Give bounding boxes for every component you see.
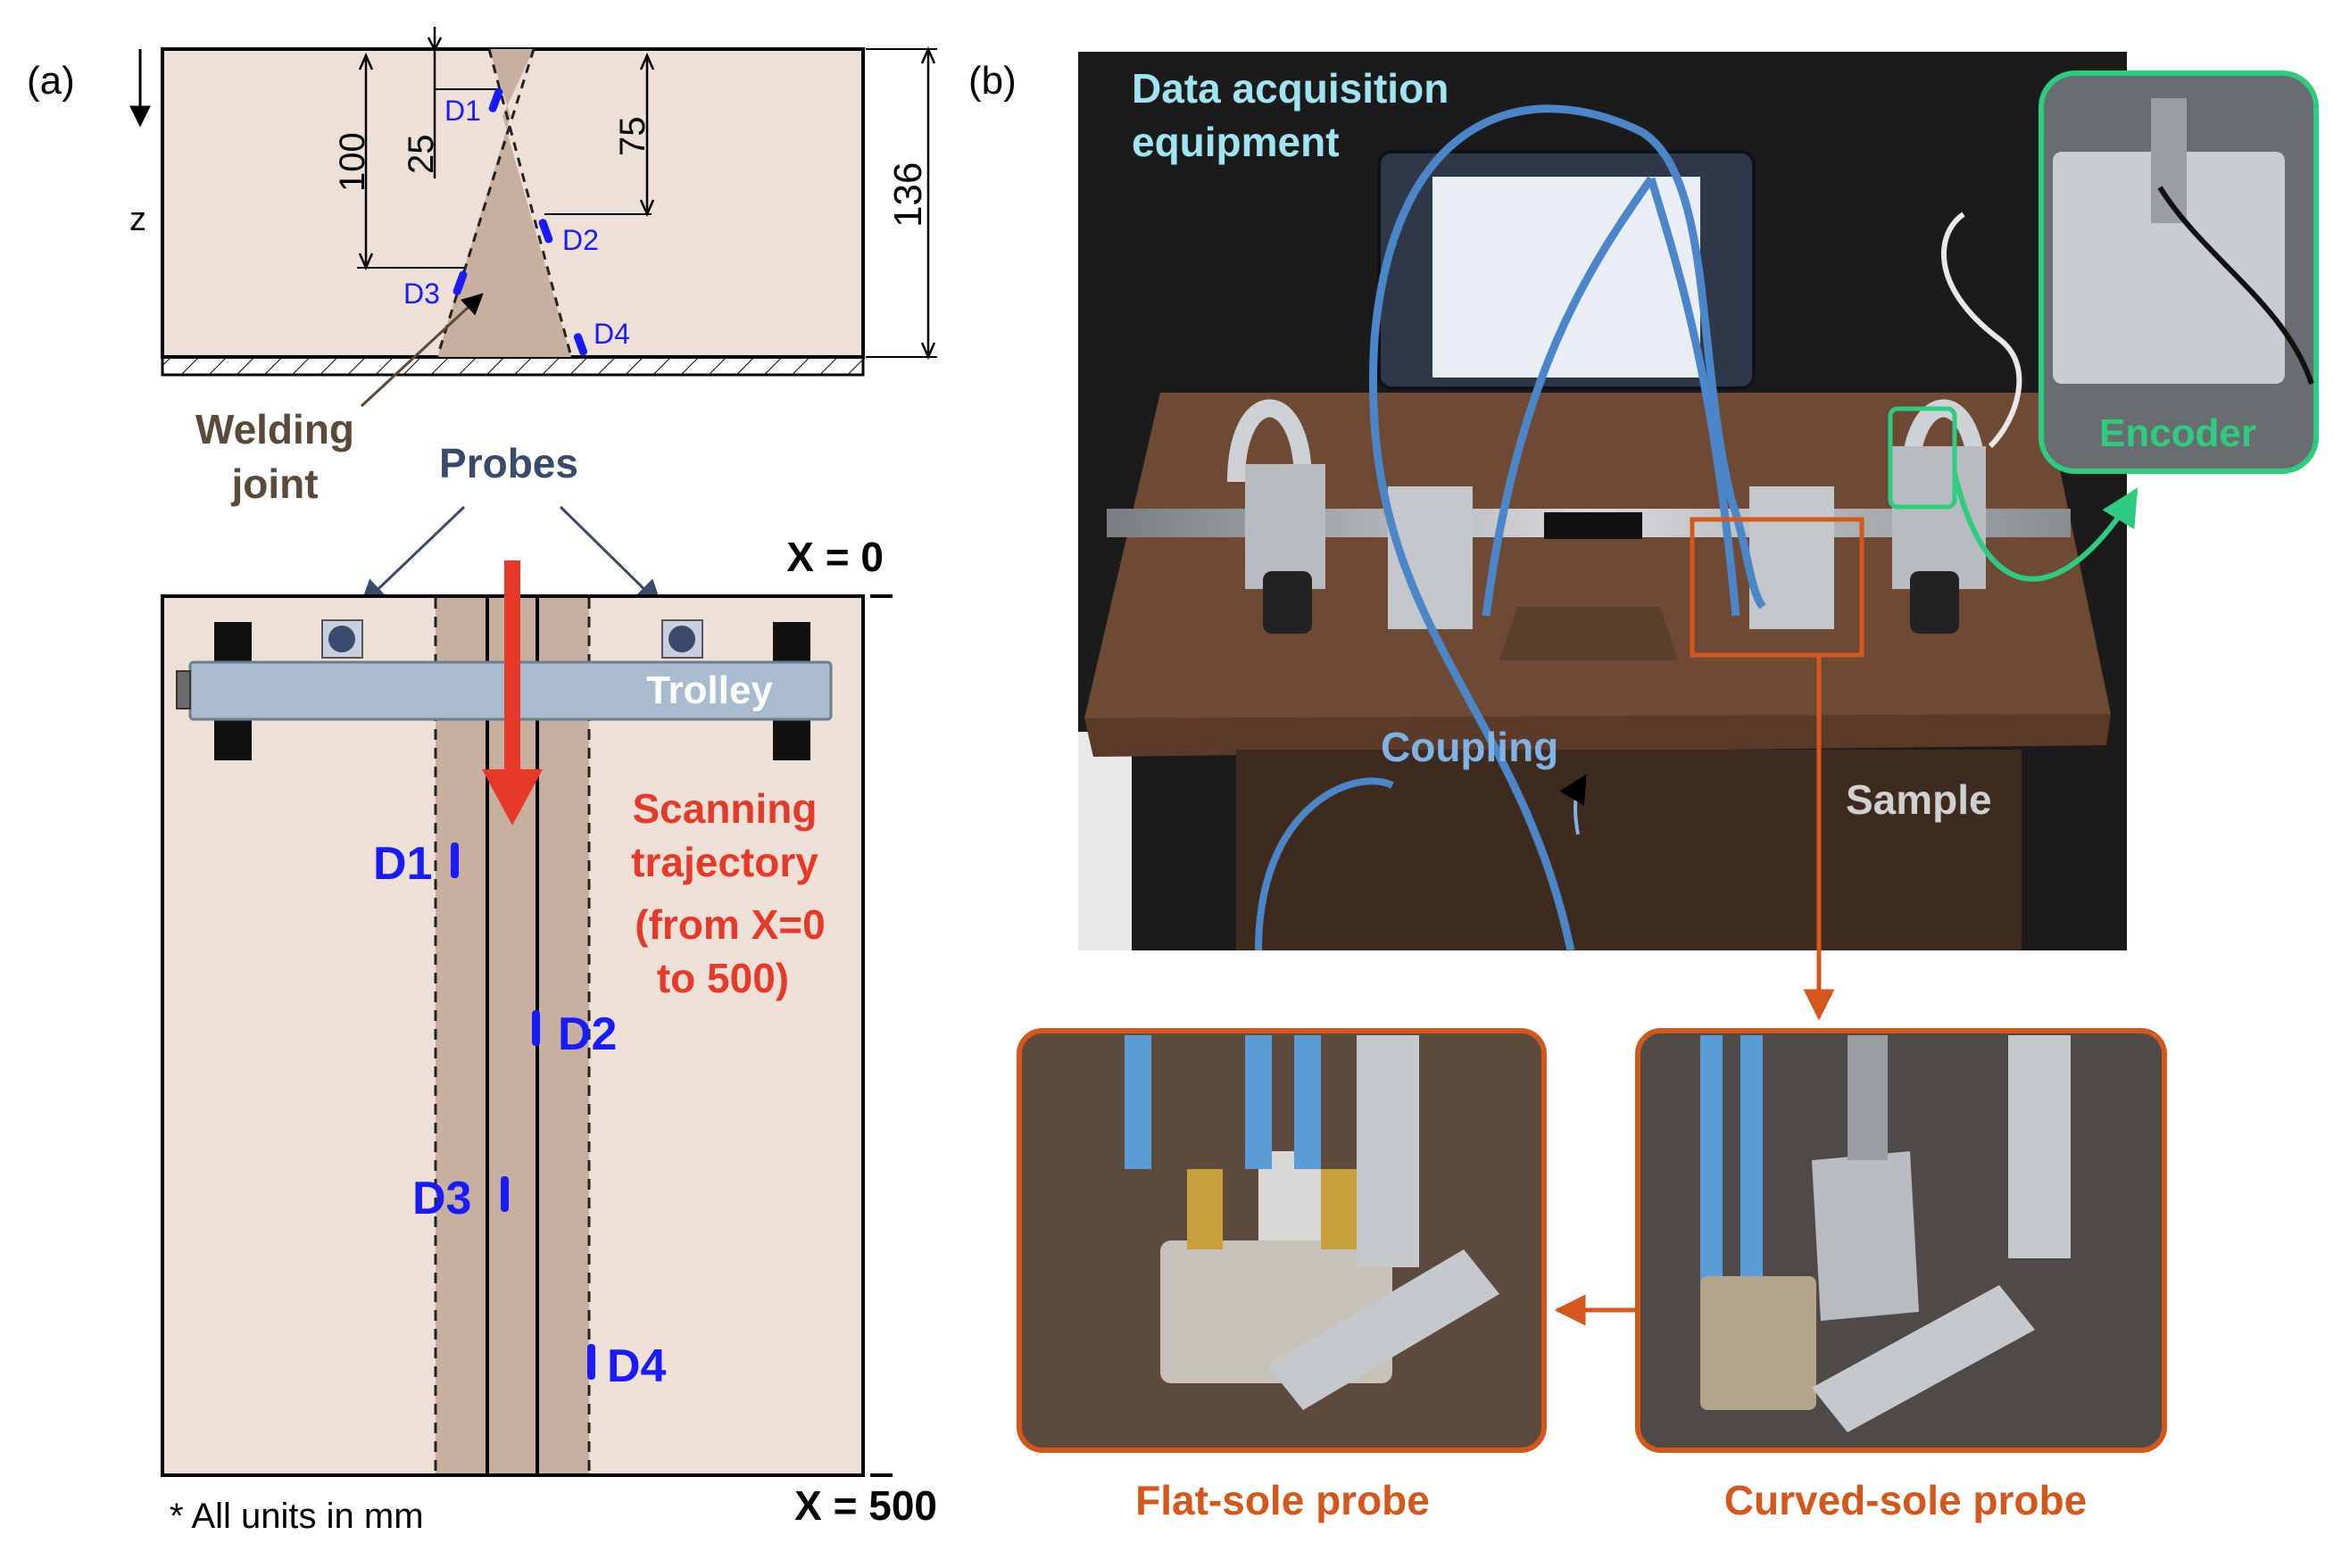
weld-edge-right bbox=[487, 48, 573, 358]
welding-label-2: joint bbox=[230, 460, 318, 507]
tube bbox=[1294, 1035, 1321, 1169]
cable bbox=[1482, 176, 1655, 617]
encoder-highlight-box bbox=[1888, 406, 1957, 510]
probes-label: Probes bbox=[439, 440, 578, 486]
bottle bbox=[1078, 732, 1132, 950]
handle-left bbox=[1227, 399, 1312, 483]
setup-photo: Data acquisition equipment Coupling Samp… bbox=[1078, 52, 2127, 951]
cable bbox=[1255, 777, 1394, 951]
units-note: * All units in mm bbox=[170, 1497, 424, 1536]
top-defect-d2: D2 bbox=[558, 1008, 617, 1060]
fitting-right bbox=[1321, 1169, 1357, 1249]
probe-right-sensor bbox=[668, 626, 695, 652]
fitting-left bbox=[1187, 1169, 1223, 1249]
encoder-wire bbox=[2157, 186, 2314, 385]
x0-label: X = 0 bbox=[786, 534, 884, 580]
daq-screen bbox=[1432, 177, 1700, 377]
weld-edge-left bbox=[436, 48, 536, 358]
weld-bead bbox=[1499, 607, 1678, 660]
curved-probe-housing bbox=[1812, 1151, 1919, 1321]
trolley-label: Trolley bbox=[646, 668, 773, 712]
wheel-left bbox=[1263, 571, 1312, 634]
scan-label-3: (from X=0 bbox=[635, 901, 825, 948]
plate-top bbox=[1084, 393, 2111, 718]
curved-probe-lever bbox=[1812, 1285, 2035, 1432]
curved-probe-connector bbox=[1848, 1035, 1888, 1160]
panel-a-label: (a) bbox=[27, 59, 75, 103]
encoder-box bbox=[176, 670, 191, 709]
cable bbox=[1640, 129, 1766, 610]
tube bbox=[1245, 1035, 1272, 1169]
sample-label: Sample bbox=[1846, 776, 1992, 823]
base-hatch bbox=[161, 355, 865, 377]
encoder-cable bbox=[1941, 212, 2022, 449]
section-defect-d2: D2 bbox=[562, 224, 599, 256]
cable bbox=[1647, 177, 1740, 617]
flat-probe-arm bbox=[1357, 1035, 1419, 1267]
encoder-connector-arrow bbox=[1952, 472, 2138, 582]
top-defect-d1: D1 bbox=[373, 838, 432, 890]
scan-label-2: trajectory bbox=[631, 839, 818, 885]
scan-arrow-head bbox=[482, 769, 543, 825]
welding-pointer bbox=[360, 293, 484, 408]
encoder-label: Encoder bbox=[2099, 411, 2256, 455]
defect-mark bbox=[501, 1176, 509, 1212]
defect-mark bbox=[488, 87, 503, 112]
dim-75: 75 bbox=[613, 117, 652, 157]
carriage-left bbox=[1245, 464, 1325, 589]
flat-probe-inset: Flat-sole probe bbox=[1017, 1028, 1547, 1523]
wheel-right bbox=[1910, 571, 1959, 634]
carriage-right bbox=[1892, 446, 1986, 589]
curved-probe-arm bbox=[2008, 1035, 2071, 1258]
welding-label-1: Welding bbox=[195, 406, 354, 452]
daq-label-2: equipment bbox=[1132, 119, 1340, 165]
tube bbox=[1740, 1035, 1763, 1303]
encoder-body bbox=[2053, 152, 2285, 384]
defect-mark bbox=[538, 219, 553, 244]
curved-probe-label: Curved-sole probe bbox=[1724, 1477, 2087, 1523]
dim-25-tick bbox=[427, 37, 443, 53]
defect-mark bbox=[532, 1010, 540, 1046]
plate-edge bbox=[1084, 714, 2111, 757]
weld-joint-shape bbox=[437, 49, 571, 357]
defect-mark bbox=[587, 1344, 595, 1380]
probe-pointer-left bbox=[359, 505, 466, 608]
defect-mark bbox=[451, 842, 459, 878]
dim-100: 100 bbox=[333, 132, 372, 192]
defect-mark bbox=[453, 270, 468, 295]
coupling-label: Coupling bbox=[1381, 724, 1558, 770]
top-defect-d3: D3 bbox=[412, 1173, 471, 1224]
curved-probe-inset: Curved-sole probe bbox=[1635, 1028, 2167, 1523]
tube bbox=[1125, 1035, 1151, 1169]
dim-25: 25 bbox=[402, 135, 441, 175]
curved-probe-wedge bbox=[1700, 1276, 1816, 1410]
daq-label-1: Data acquisition bbox=[1132, 65, 1449, 112]
x500-label: X = 500 bbox=[794, 1482, 937, 1529]
flat-probe-lever bbox=[1267, 1249, 1499, 1410]
defect-mark bbox=[573, 333, 588, 356]
rail-clamp bbox=[1544, 512, 1642, 539]
holder-right bbox=[1749, 486, 1834, 629]
dim-136: 136 bbox=[886, 162, 930, 228]
tube bbox=[1700, 1035, 1723, 1303]
section-defect-d4: D4 bbox=[594, 318, 630, 350]
section-defect-d1: D1 bbox=[444, 95, 481, 127]
top-defect-d4: D4 bbox=[607, 1340, 667, 1392]
coupling-arrow bbox=[1559, 774, 1587, 835]
top-view: Probes X = 0 Trolley Scanning trajectory… bbox=[161, 440, 937, 1536]
section-defect-d3: D3 bbox=[403, 278, 440, 310]
scan-label-1: Scanning bbox=[632, 785, 817, 832]
z-label: z bbox=[129, 201, 146, 238]
probe-pointer-right bbox=[559, 505, 663, 608]
scan-label-4: to 500) bbox=[657, 955, 789, 1001]
flat-probe-label: Flat-sole probe bbox=[1135, 1477, 1430, 1523]
panel-b-label: (b) bbox=[968, 59, 1017, 103]
encoder-inset: Encoder bbox=[2039, 71, 2319, 474]
cross-section: z 100 25 75 136 D1 D2 D3 D4 Welding join… bbox=[129, 27, 937, 507]
probe-highlight-box bbox=[1690, 517, 1864, 658]
cable bbox=[1369, 104, 1644, 951]
probe-left-sensor bbox=[328, 626, 355, 652]
